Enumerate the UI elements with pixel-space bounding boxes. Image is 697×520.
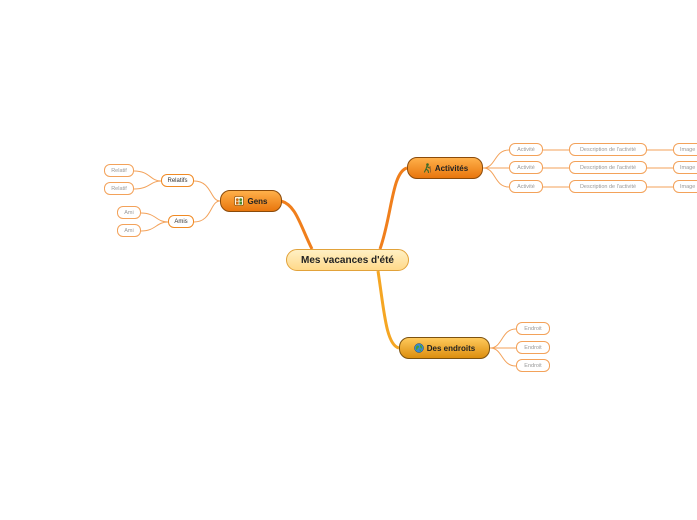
- leaf-relatif-1[interactable]: Relatif: [104, 164, 134, 177]
- leaf-endroit-2[interactable]: Endroit: [516, 341, 550, 354]
- connector-central-activites: [378, 166, 408, 250]
- people-icon: [234, 196, 245, 206]
- connector-activites-row3: [482, 167, 510, 188]
- connector-endroits-leaf1: [489, 328, 517, 349]
- leaf-ami-2[interactable]: Ami: [117, 224, 141, 237]
- central-topic[interactable]: Mes vacances d'été: [286, 249, 409, 271]
- connector-activites-row1: [482, 149, 510, 169]
- leaf-endroit-1[interactable]: Endroit: [516, 322, 550, 335]
- branch-activites[interactable]: Activités: [407, 157, 483, 179]
- branch-activites-label: Activités: [434, 163, 469, 173]
- leaf-description-1[interactable]: Description de l'activité: [569, 143, 647, 156]
- connector-relatifs-leaf2: [133, 180, 162, 190]
- leaf-activite-2[interactable]: Activité: [509, 161, 543, 174]
- hiker-icon: [422, 163, 432, 173]
- leaf-endroit-3[interactable]: Endroit: [516, 359, 550, 372]
- leaf-ami-1[interactable]: Ami: [117, 206, 141, 219]
- connector-central-gens: [280, 199, 314, 250]
- branch-endroits[interactable]: Des endroits: [399, 337, 490, 359]
- connector-gens-relatifs: [193, 180, 221, 202]
- connector-endroits-leaf3: [489, 347, 517, 367]
- connector-gens-amis: [193, 200, 221, 223]
- leaf-relatif-2[interactable]: Relatif: [104, 182, 134, 195]
- leaf-description-3[interactable]: Description de l'activité: [569, 180, 647, 193]
- group-amis[interactable]: Amis: [168, 215, 194, 228]
- group-relatifs[interactable]: Relatifs: [161, 174, 194, 187]
- connector-central-endroits: [376, 270, 400, 350]
- connector-amis-leaf2: [140, 221, 169, 232]
- connector-relatifs-leaf1: [133, 170, 162, 182]
- branch-endroits-label: Des endroits: [426, 343, 476, 353]
- leaf-description-2[interactable]: Description de l'activité: [569, 161, 647, 174]
- leaf-image-3[interactable]: Image: [673, 180, 697, 193]
- leaf-activite-1[interactable]: Activité: [509, 143, 543, 156]
- branch-gens-label: Gens: [247, 196, 268, 206]
- leaf-image-1[interactable]: Image: [673, 143, 697, 156]
- leaf-image-2[interactable]: Image: [673, 161, 697, 174]
- connector-amis-leaf1: [140, 212, 169, 223]
- branch-gens[interactable]: Gens: [220, 190, 282, 212]
- leaf-activite-3[interactable]: Activité: [509, 180, 543, 193]
- globe-icon: [414, 343, 424, 353]
